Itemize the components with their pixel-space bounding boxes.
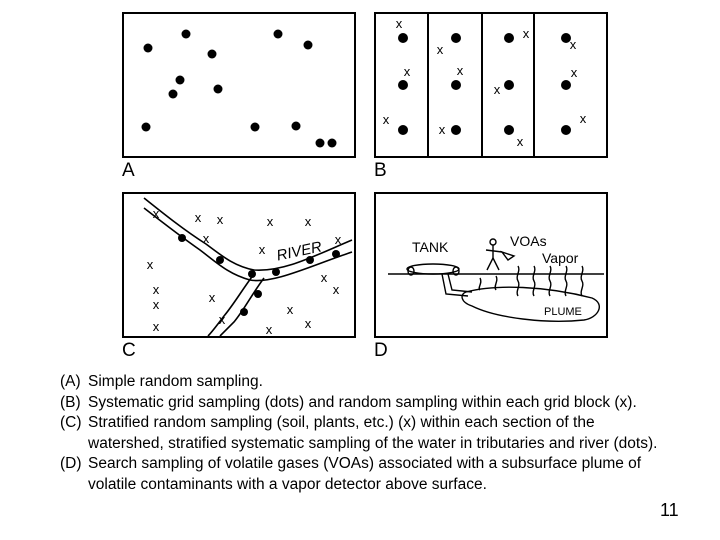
panel-d-label: D xyxy=(374,340,388,361)
caption-key: (C) xyxy=(60,414,82,431)
panel-b-grid: x x x x x x x x x x x x xyxy=(383,14,587,156)
svg-text:x: x xyxy=(203,231,210,246)
svg-text:x: x xyxy=(517,134,524,149)
svg-text:x: x xyxy=(335,232,342,247)
svg-text:x: x xyxy=(209,290,216,305)
caption-key: (D) xyxy=(60,455,82,472)
panel-b-systematic-grid: x x x x x x x x x x x x xyxy=(374,12,608,158)
caption-item-a: (A) Simple random sampling. xyxy=(60,372,660,393)
panel-a-simple-random xyxy=(122,12,356,158)
panel-b-label: B xyxy=(374,160,387,181)
caption-key: (B) xyxy=(60,393,81,411)
voas-label: VOAs xyxy=(510,233,547,249)
panel-c-water-dots xyxy=(178,234,340,316)
svg-text:x: x xyxy=(439,122,446,137)
svg-text:x: x xyxy=(321,270,328,285)
svg-text:x: x xyxy=(219,312,226,327)
svg-text:x: x xyxy=(457,63,464,78)
svg-text:x: x xyxy=(153,282,160,297)
svg-text:x: x xyxy=(396,16,403,31)
svg-text:x: x xyxy=(287,302,294,317)
vapor-label: Vapor xyxy=(542,250,579,266)
caption-text: Systematic grid sampling (dots) and rand… xyxy=(88,393,637,411)
panel-a-label: A xyxy=(122,160,135,181)
caption-item-c: (C) Stratified random sampling (soil, pl… xyxy=(60,413,660,454)
panel-c-label: C xyxy=(122,340,136,361)
svg-text:x: x xyxy=(404,64,411,79)
plume-label: PLUME xyxy=(544,306,582,318)
svg-text:x: x xyxy=(153,297,160,312)
svg-text:x: x xyxy=(195,210,202,225)
svg-text:x: x xyxy=(570,37,577,52)
caption-key: (A) xyxy=(60,373,81,390)
tank-label: TANK xyxy=(412,239,449,255)
svg-text:x: x xyxy=(523,26,530,41)
svg-text:x: x xyxy=(266,322,273,336)
svg-text:x: x xyxy=(305,316,312,331)
panel-c-stratified-watershed: x x x x x x x x x x x x x x x x x x x RI… xyxy=(122,192,356,338)
svg-text:x: x xyxy=(571,65,578,80)
svg-text:x: x xyxy=(259,242,266,257)
svg-text:x: x xyxy=(217,212,224,227)
panel-d-search-sampling: TANK VOAs Vapor xyxy=(374,192,608,338)
caption-text: Stratified random sampling (soil, plants… xyxy=(88,414,658,452)
svg-text:x: x xyxy=(267,214,274,229)
caption-item-b: (B) Systematic grid sampling (dots) and … xyxy=(60,393,660,414)
svg-text:x: x xyxy=(437,42,444,57)
svg-text:x: x xyxy=(494,82,501,97)
river-label: RIVER xyxy=(275,238,324,264)
caption-text: Search sampling of volatile gases (VOAs)… xyxy=(88,455,642,493)
panel-c-river-map: x x x x x x x x x x x x x x x x x x x RI… xyxy=(143,197,353,336)
caption-item-d: (D) Search sampling of volatile gases (V… xyxy=(60,454,660,495)
svg-text:x: x xyxy=(333,282,340,297)
figure-caption: (A) Simple random sampling. (B) Systemat… xyxy=(60,372,660,495)
svg-text:x: x xyxy=(153,319,160,334)
panel-d-tank-plume: TANK VOAs Vapor xyxy=(388,233,604,322)
svg-text:x: x xyxy=(305,214,312,229)
svg-text:x: x xyxy=(153,206,160,221)
page-number: 11 xyxy=(660,500,679,520)
panel-a-dots xyxy=(141,29,337,148)
svg-text:x: x xyxy=(383,112,390,127)
svg-text:x: x xyxy=(147,257,154,272)
svg-text:x: x xyxy=(580,111,587,126)
caption-text: Simple random sampling. xyxy=(88,373,263,390)
